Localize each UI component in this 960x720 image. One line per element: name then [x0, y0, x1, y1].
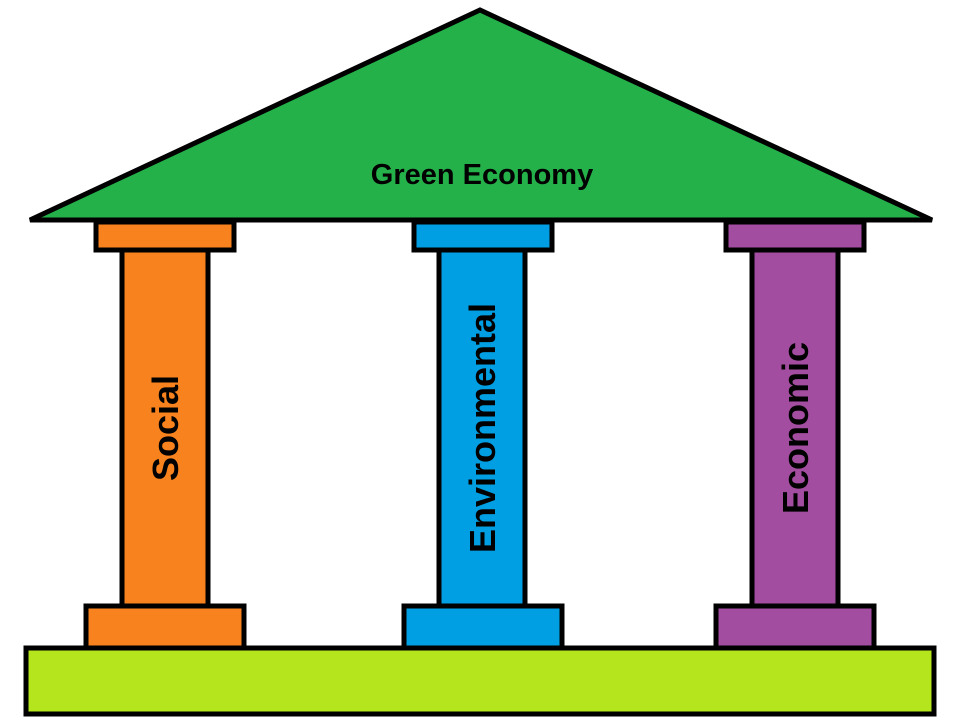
roof: Green Economy	[28, 7, 934, 223]
pillar-social: Social	[83, 219, 247, 651]
pillar-environmental-label: Environmental	[462, 303, 503, 553]
pillar-environmental-capital	[411, 219, 555, 253]
pillar-economic-label: Economic	[775, 342, 816, 514]
pillar-economic-shaft	[749, 247, 841, 609]
pillar-environmental-shaft	[436, 247, 528, 609]
pillar-social-shaft	[119, 247, 211, 609]
pillar-social-capital	[93, 219, 237, 253]
pillar-social-base	[83, 603, 247, 651]
pillar-economic: Economic	[713, 219, 877, 651]
foundation-slab	[23, 645, 937, 717]
foundation	[23, 645, 937, 717]
pillar-social-label: Social	[145, 375, 186, 481]
pillar-economic-base	[713, 603, 877, 651]
pillar-environmental-base	[401, 603, 565, 651]
roof-label: Green Economy	[371, 159, 593, 191]
pillar-environmental: Environmental	[401, 219, 565, 651]
pillar-economic-capital	[723, 219, 867, 253]
